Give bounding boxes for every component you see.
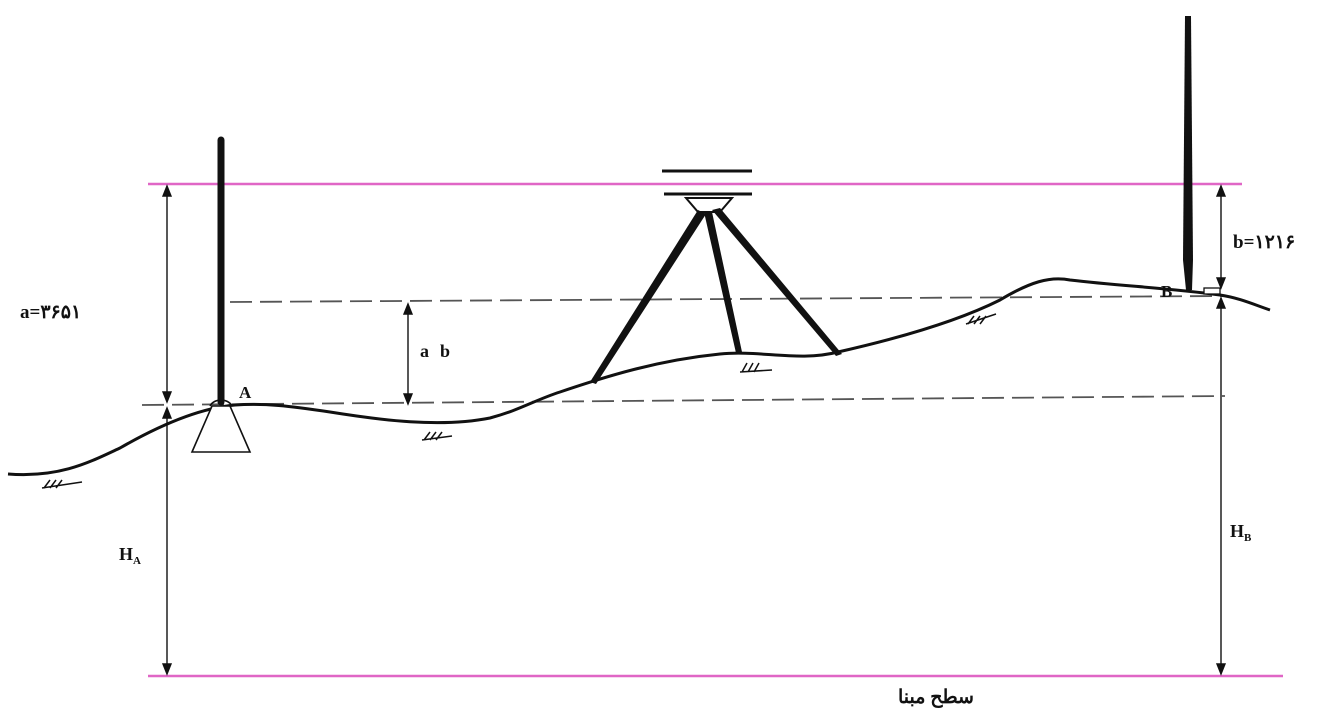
label-point-b: B <box>1161 282 1172 301</box>
benchmark-icon <box>190 405 252 453</box>
label-height-b: HB <box>1230 521 1252 544</box>
label-difference-a: a <box>420 341 429 361</box>
label-point-a: A <box>239 383 252 402</box>
label-datum: سطح مبنا <box>898 687 974 708</box>
dashed-line-lower <box>141 395 1226 406</box>
dimension-lines <box>161 184 1227 676</box>
label-height-b-sub: B <box>1244 532 1252 544</box>
label-height-a-sub: A <box>133 555 141 567</box>
ground-hatch-icon <box>41 313 997 489</box>
level-instrument-icon <box>662 169 752 213</box>
staff-b <box>1183 16 1193 290</box>
label-backsight: a=۳۶۵۱ <box>20 302 81 323</box>
tripod-icon <box>590 208 842 384</box>
label-foresight: b=۱۲۱۶ <box>1233 232 1295 253</box>
label-height-a: HA <box>119 544 141 567</box>
label-difference-b: b <box>440 341 450 361</box>
